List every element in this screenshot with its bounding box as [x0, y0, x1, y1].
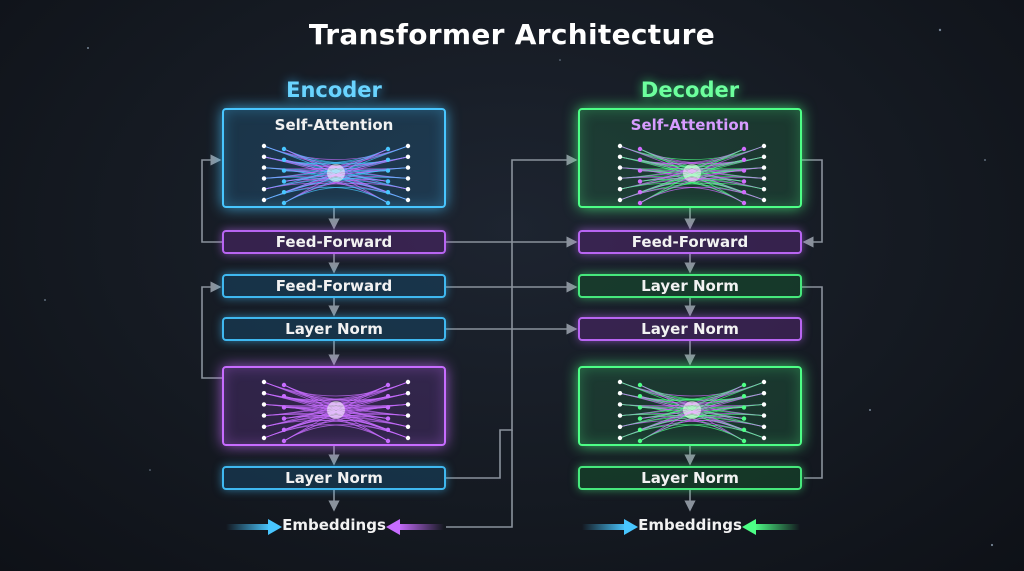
decoder-layer-norm-3: Layer Norm	[578, 466, 802, 490]
encoder-self-attention-block: Self-Attention	[222, 108, 446, 208]
encoder-attention-block-2	[222, 366, 446, 446]
decoder-embeddings-label: Embeddings	[638, 516, 742, 534]
encoder-layer-norm-2: Layer Norm	[222, 466, 446, 490]
attention-network-graphic	[261, 379, 411, 444]
decoder-layer-norm-2: Layer Norm	[578, 317, 802, 341]
encoder-self-attention-label: Self-Attention	[274, 116, 394, 134]
attention-network-graphic	[261, 143, 411, 206]
attention-network-graphic	[617, 143, 767, 206]
decoder-layer-norm-1: Layer Norm	[578, 274, 802, 298]
encoder-heading: Encoder	[286, 78, 382, 102]
attention-network-graphic	[617, 379, 767, 444]
decoder-self-attention-label: Self-Attention	[630, 116, 750, 134]
encoder-feed-forward-2: Feed-Forward	[222, 274, 446, 298]
encoder-embeddings-label: Embeddings	[282, 516, 386, 534]
decoder-feed-forward: Feed-Forward	[578, 230, 802, 254]
decoder-self-attention-block: Self-Attention	[578, 108, 802, 208]
decoder-heading: Decoder	[640, 78, 740, 102]
page-title: Transformer Architecture	[308, 18, 716, 51]
encoder-layer-norm-1: Layer Norm	[222, 317, 446, 341]
decoder-attention-block-2	[578, 366, 802, 446]
encoder-feed-forward-1: Feed-Forward	[222, 230, 446, 254]
